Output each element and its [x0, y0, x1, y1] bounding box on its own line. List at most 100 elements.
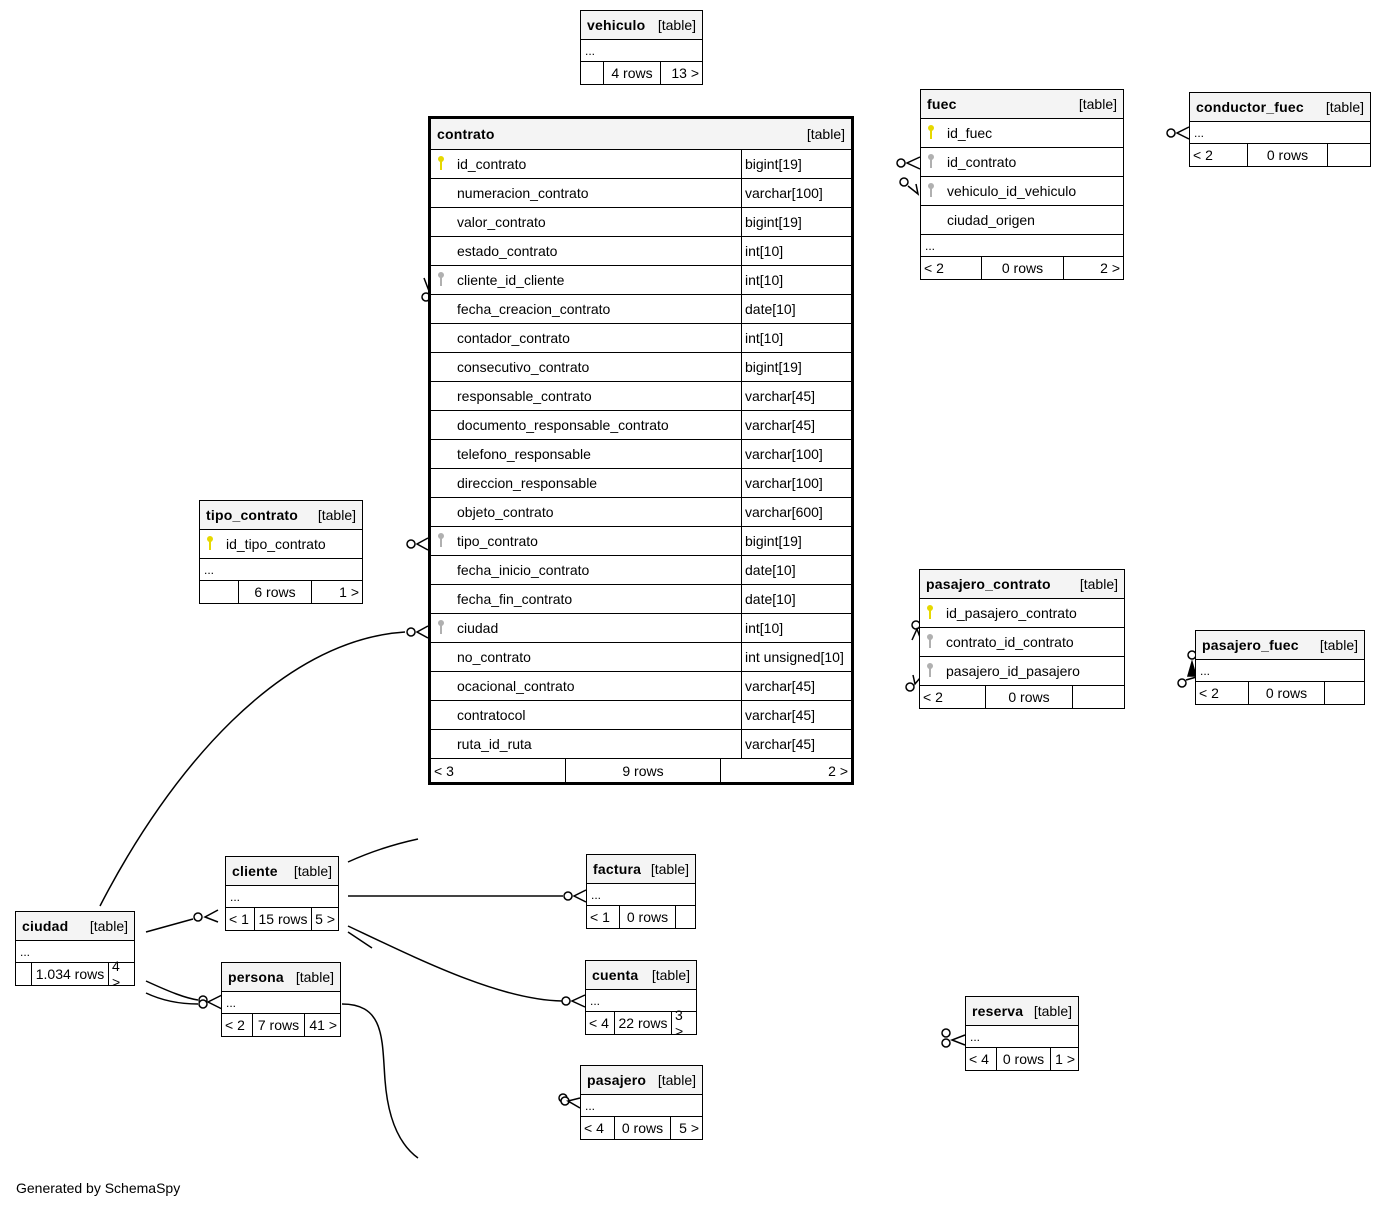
pk-key-icon — [926, 604, 940, 623]
table-kind: [table] — [89, 918, 128, 934]
parents-link[interactable]: < 2 — [1193, 147, 1213, 163]
table-header: conductor_fuec[table] — [1190, 93, 1370, 122]
column-type: date[10] — [741, 295, 851, 323]
children-link[interactable]: 41 > — [304, 1014, 340, 1036]
table-persona[interactable]: persona[table] ... < 2 7 rows 41 > — [221, 962, 341, 1037]
column-row[interactable]: id_tipo_contrato — [200, 530, 362, 559]
children-link[interactable]: 5 > — [670, 1117, 702, 1139]
children-link[interactable]: 2 > — [720, 759, 851, 782]
column-cell: ruta_id_ruta — [431, 730, 741, 758]
table-name: vehiculo — [587, 17, 646, 33]
column-type: bigint[19] — [741, 353, 851, 381]
table-cuenta[interactable]: cuenta[table] ... < 4 22 rows 3 > — [585, 960, 697, 1039]
relation-ciudad-cliente — [145, 918, 194, 933]
parents-link[interactable]: < 4 — [969, 1051, 989, 1067]
parents-link[interactable]: < 4 — [584, 1120, 604, 1136]
table-conductor-fuec[interactable]: conductor_fuec[table] ... < 2 0 rows — [1189, 92, 1371, 167]
parents-link[interactable]: < 1 — [229, 911, 249, 927]
parents-link[interactable] — [16, 963, 31, 985]
children-link[interactable]: 13 > — [660, 62, 702, 84]
table-cliente[interactable]: cliente[table] ... < 1 15 rows 5 > — [225, 856, 339, 931]
table-pasajero[interactable]: pasajero[table] ... < 4 0 rows 5 > — [580, 1065, 703, 1140]
children-link[interactable]: 3 > — [671, 1007, 696, 1039]
column-cell: id_contrato — [431, 150, 741, 178]
parents-link[interactable]: < 2 — [924, 260, 944, 276]
table-pasajero-contrato[interactable]: pasajero_contrato[table] id_pasajero_con… — [919, 569, 1125, 709]
table-tipo-contrato[interactable]: tipo_contrato[table] id_tipo_contrato ..… — [199, 500, 363, 604]
children-link[interactable]: 1 > — [1050, 1048, 1078, 1070]
more-columns: ... — [921, 235, 1123, 257]
table-reserva[interactable]: reserva[table] ... < 4 0 rows 1 > — [965, 996, 1079, 1071]
column-row[interactable]: vehiculo_id_vehiculo — [921, 177, 1123, 206]
children-link[interactable] — [1327, 144, 1370, 166]
column-type: varchar[45] — [741, 672, 851, 700]
parents-link[interactable]: < 2 — [923, 689, 943, 705]
children-link[interactable]: 2 > — [1063, 257, 1123, 279]
column-row[interactable]: ciudad_origen — [921, 206, 1123, 235]
table-factura[interactable]: factura[table] ... < 1 0 rows — [586, 854, 696, 929]
parents-link[interactable]: < 2 — [1199, 685, 1219, 701]
parents-link[interactable]: < 3 — [434, 762, 454, 779]
parents-link[interactable] — [581, 62, 603, 84]
column-row[interactable]: id_fuec — [921, 119, 1123, 148]
column-name: fecha_creacion_contrato — [457, 301, 611, 317]
column-type: bigint[19] — [741, 527, 851, 555]
table-kind: [table] — [1078, 96, 1117, 112]
table-vehiculo[interactable]: vehiculo[table] ... 4 rows 13 > — [580, 10, 703, 85]
table-name: conductor_fuec — [1196, 99, 1304, 115]
pk-key-icon — [206, 535, 220, 554]
parents-link[interactable]: < 1 — [590, 909, 610, 925]
parents-link[interactable] — [200, 581, 238, 603]
pk-key-icon — [437, 155, 451, 174]
children-link[interactable]: 4 > — [108, 958, 134, 990]
relation-cliente-cuenta — [347, 925, 563, 1002]
children-link[interactable] — [1072, 686, 1124, 708]
table-header: vehiculo[table] — [581, 11, 702, 40]
column-row[interactable]: pasajero_id_pasajero — [920, 657, 1124, 686]
parents-link[interactable]: < 4 — [589, 1015, 609, 1031]
column-row[interactable]: contrato_id_contrato — [920, 628, 1124, 657]
table-pasajero-fuec[interactable]: pasajero_fuec[table] ... < 2 0 rows — [1195, 630, 1365, 705]
column-cell: id_contrato — [921, 148, 1123, 176]
column-row[interactable]: id_contrato — [921, 148, 1123, 177]
children-link[interactable] — [1324, 682, 1364, 704]
children-link[interactable] — [675, 906, 695, 928]
more-columns: ... — [1190, 122, 1370, 144]
column-row[interactable]: id_pasajero_contrato — [920, 599, 1124, 628]
column-row[interactable]: fecha_creacion_contrato date[10] — [431, 295, 851, 324]
column-name: ciudad_origen — [947, 212, 1035, 228]
table-header: cuenta[table] — [586, 961, 696, 990]
column-name: vehiculo_id_vehiculo — [947, 183, 1077, 199]
fk-key-icon — [926, 633, 940, 652]
table-ciudad[interactable]: ciudad[table] ... 1.034 rows 4 > — [15, 911, 135, 990]
children-link[interactable]: 5 > — [311, 908, 338, 930]
column-name: estado_contrato — [457, 243, 558, 259]
column-cell: ocacional_contrato — [431, 672, 741, 700]
table-header: ciudad[table] — [16, 912, 134, 941]
column-cell: ciudad — [431, 614, 741, 642]
children-link[interactable]: 1 > — [311, 581, 362, 603]
parents-link[interactable]: < 2 — [225, 1017, 245, 1033]
